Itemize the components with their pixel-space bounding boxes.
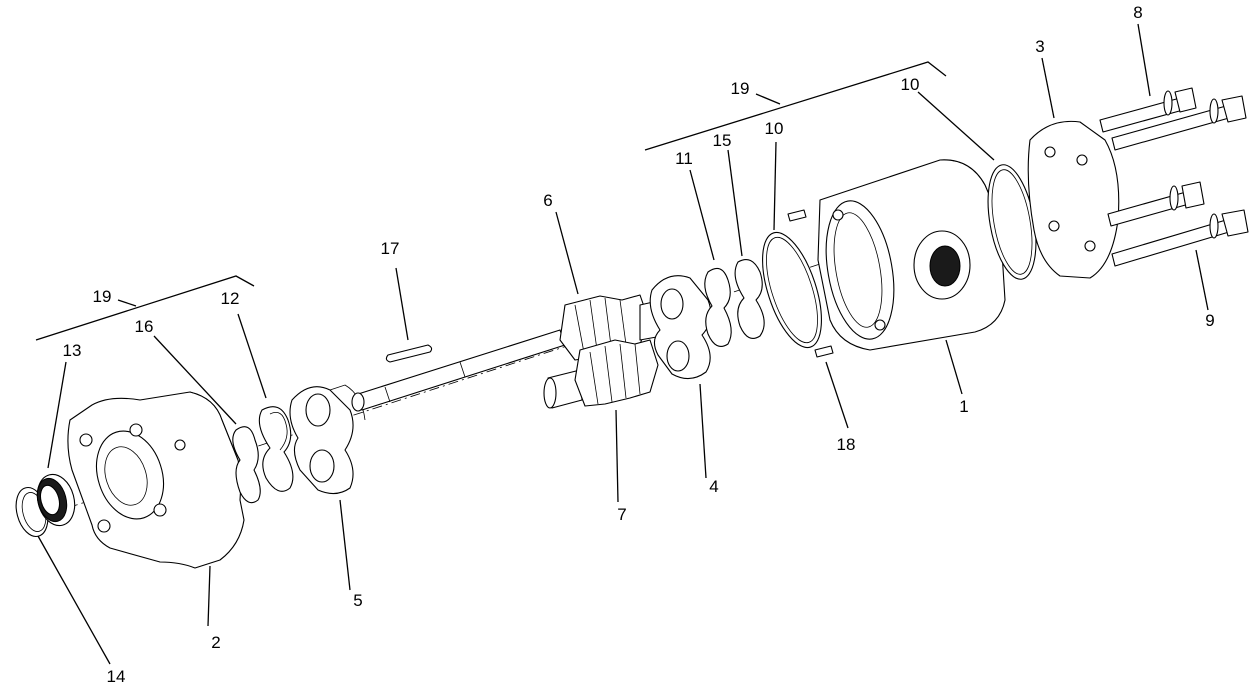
callout-1: 1 <box>959 397 968 416</box>
callout-14: 14 <box>107 667 126 686</box>
callout-5: 5 <box>353 591 362 610</box>
seal-part-15 <box>734 259 765 339</box>
driven-gear-part-7 <box>543 339 659 409</box>
kit-bracket-right <box>644 61 947 151</box>
drive-shaft <box>351 329 566 412</box>
bolt-part-9 <box>1107 181 1249 267</box>
callout-6: 6 <box>543 191 552 210</box>
callout-17: 17 <box>381 239 400 258</box>
callout-13: 13 <box>63 341 82 360</box>
front-cover-part-2 <box>67 391 245 569</box>
seal-part-11 <box>704 267 732 347</box>
seal-part-12 <box>258 406 294 492</box>
bolt-part-8 <box>1099 87 1247 151</box>
rear-cover-part-3 <box>1027 120 1120 279</box>
gear-housing-part-1 <box>817 159 1006 351</box>
callout-16: 16 <box>135 317 154 336</box>
key-part-17 <box>385 344 433 363</box>
bearing-block-part-4 <box>649 275 712 380</box>
callout-19-left: 19 <box>93 287 112 306</box>
shaft-seal-part-13 <box>36 473 76 527</box>
callout-9: 9 <box>1205 311 1214 330</box>
callout-11: 11 <box>675 149 693 168</box>
callout-10-front: 10 <box>765 119 784 138</box>
callout-4: 4 <box>709 477 718 496</box>
dowel-pin-part-18 <box>787 209 834 358</box>
callout-7: 7 <box>617 505 626 524</box>
callout-18: 18 <box>837 435 856 454</box>
callout-12: 12 <box>221 289 240 308</box>
seal-part-16 <box>232 426 261 504</box>
callout-2: 2 <box>211 633 220 652</box>
kit-bracket-left <box>35 275 255 341</box>
leader-lines <box>37 23 1209 665</box>
callout-10-rear: 10 <box>901 75 920 94</box>
callout-15: 15 <box>713 131 732 150</box>
callout-8: 8 <box>1133 3 1142 22</box>
callout-19-right: 19 <box>731 79 750 98</box>
o-ring-part-10-front <box>762 231 822 349</box>
callout-3: 3 <box>1035 37 1044 56</box>
